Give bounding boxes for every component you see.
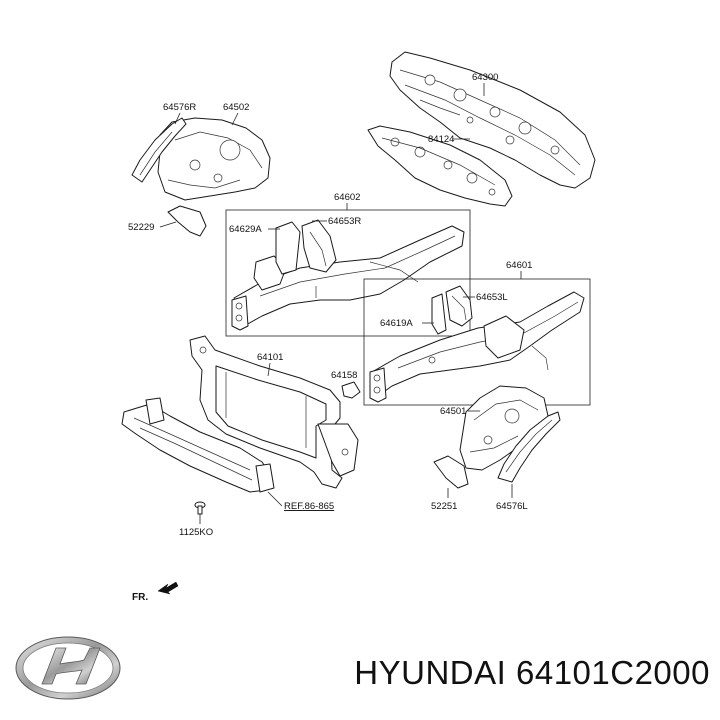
- label-52251: 52251: [431, 501, 457, 512]
- bracket-64619A: [431, 293, 447, 335]
- label-64602: 64602: [334, 192, 360, 203]
- bolt-1125KO: [194, 501, 206, 515]
- leader-ref: [267, 491, 283, 507]
- radiator-support-64101: [189, 335, 359, 489]
- insulator-84124: [367, 125, 513, 207]
- label-64501: 64501: [440, 406, 466, 417]
- bracket-64629A: [275, 221, 301, 275]
- label-1125KO: 1125KO: [179, 527, 213, 538]
- leader-64502: [231, 112, 239, 126]
- label-64576R: 64576R: [163, 102, 196, 113]
- label-84124: 84124: [428, 134, 454, 145]
- label-64300: 64300: [472, 72, 498, 83]
- front-arrow-icon: [157, 581, 179, 595]
- part-caption: HYUNDAI 64101C2000: [354, 654, 710, 691]
- apron-64502: [157, 117, 271, 201]
- label-64502: 64502: [223, 102, 249, 113]
- bracket-52229: [167, 205, 207, 237]
- side-member-64601: [369, 291, 585, 403]
- hyundai-logo-icon: [15, 636, 121, 700]
- bracket-52251: [433, 455, 469, 489]
- side-member-64602: [231, 225, 465, 331]
- label-64653R: 64653R: [328, 216, 361, 227]
- leader-64101: [267, 362, 271, 377]
- reinforcement-64576R: [131, 117, 187, 183]
- box-64602: [225, 209, 471, 337]
- reinforcement-64576L: [497, 411, 561, 483]
- label-64619A: 64619A: [380, 318, 413, 329]
- label-52229: 52229: [128, 222, 154, 233]
- label-64629A: 64629A: [229, 224, 262, 235]
- label-64158: 64158: [331, 370, 357, 381]
- dash-panel-64300: [389, 51, 596, 189]
- leader-52229: [159, 221, 177, 228]
- gusset-64653R: [301, 219, 337, 273]
- bumper-beam: [121, 397, 275, 493]
- label-fr: FR.: [132, 592, 148, 603]
- gusset-64653L: [445, 285, 473, 327]
- label-64601: 64601: [506, 260, 532, 271]
- label-64101: 64101: [257, 352, 283, 363]
- leader-64576R: [174, 112, 181, 125]
- label-ref: REF.86-865: [284, 501, 334, 512]
- label-64576L: 64576L: [496, 501, 528, 512]
- bracket-64158: [341, 381, 361, 399]
- apron-64501: [459, 385, 549, 471]
- label-64653L: 64653L: [476, 292, 508, 303]
